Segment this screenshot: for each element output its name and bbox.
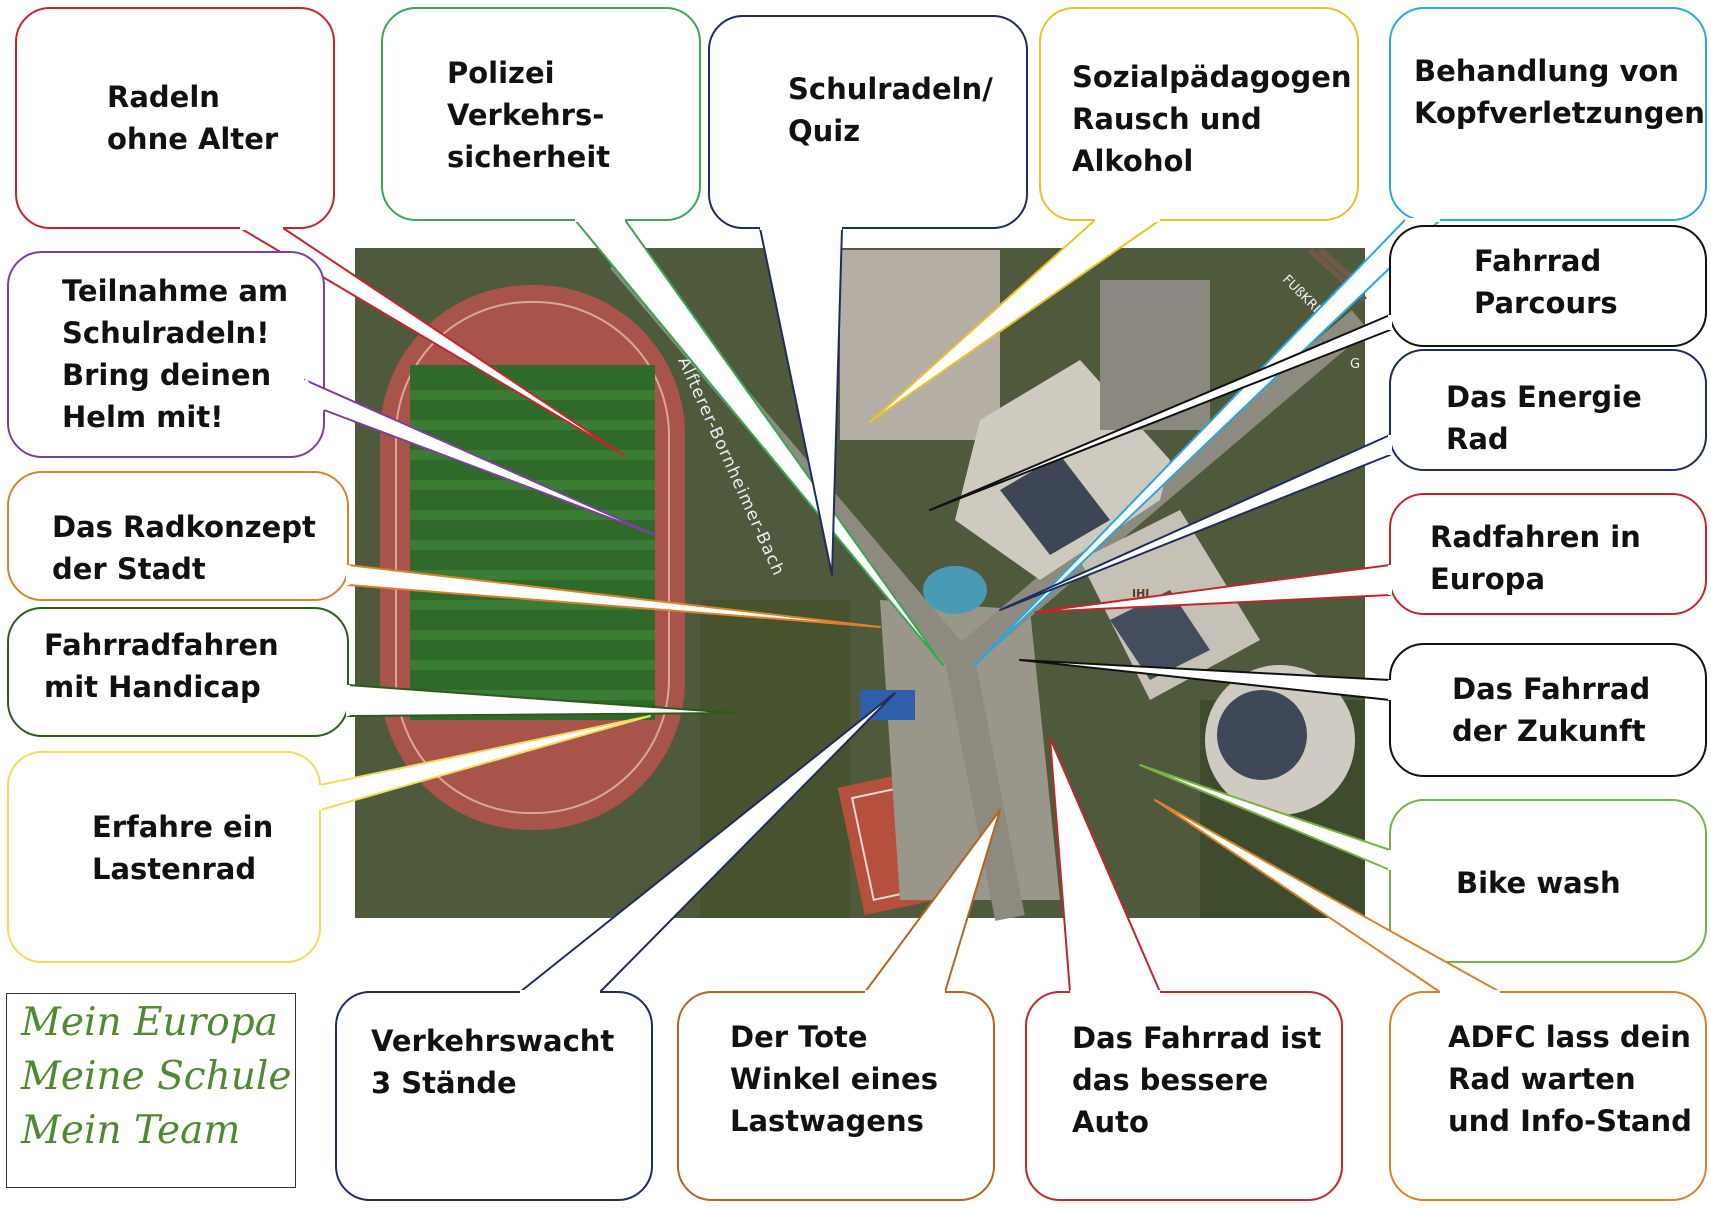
callout-label-4: Behandlung von Kopfverletzungen (1414, 54, 1705, 130)
callout-label-11: Das Fahrrad der Zukunft (1452, 672, 1651, 748)
callout-label-17: ADFC lass dein Rad warten und Info-Stand (1448, 1020, 1692, 1138)
parking-area (1100, 280, 1210, 430)
south-path (945, 657, 1025, 921)
callout-label-8: Das Radkonzept der Stadt (52, 510, 316, 586)
callout-label-16: Das Fahrrad ist das bessere Auto (1072, 1021, 1322, 1139)
round-building-solar (1217, 690, 1307, 780)
building-a (840, 250, 1000, 440)
motto-line-2: Meine Schule (21, 1054, 292, 1099)
callout-label-14: Verkehrswacht 3 Stände (371, 1024, 615, 1100)
motto-line-3: Mein Team (21, 1108, 241, 1153)
road-label-side: G (1350, 357, 1360, 372)
fountain (923, 566, 987, 614)
callout-label-3: Sozialpädagogen Rausch und Alkohol (1072, 60, 1352, 178)
callout-label-9: Radfahren in Europa (1430, 520, 1641, 596)
callout-label-12: Erfahre ein Lastenrad (92, 810, 274, 886)
callout-label-13: Bike wash (1456, 866, 1621, 900)
trees-mid (700, 600, 850, 918)
callout-label-15: Der Tote Winkel eines Lastwagens (730, 1020, 938, 1138)
building-logo: IHI (1132, 587, 1149, 600)
motto-line-1: Mein Europa (21, 1000, 278, 1045)
callout-label-7: Das Energie Rad (1446, 380, 1642, 456)
callout-label-10: Fahrradfahren mit Handicap (44, 628, 279, 704)
callout-label-0: Radeln ohne Alter (107, 80, 279, 156)
callout-label-5: Teilnahme am Schulradeln! Bring deinen H… (62, 274, 289, 434)
callout-label-6: Fahrrad Parcours (1474, 244, 1618, 320)
callout-label-1: Polizei Verkehrs- sicherheit (447, 56, 611, 174)
callout-label-2: Schulradeln/ Quiz (788, 72, 993, 148)
motto-box: Mein Europa Meine Schule Mein Team (6, 993, 296, 1188)
small-building (860, 690, 915, 720)
